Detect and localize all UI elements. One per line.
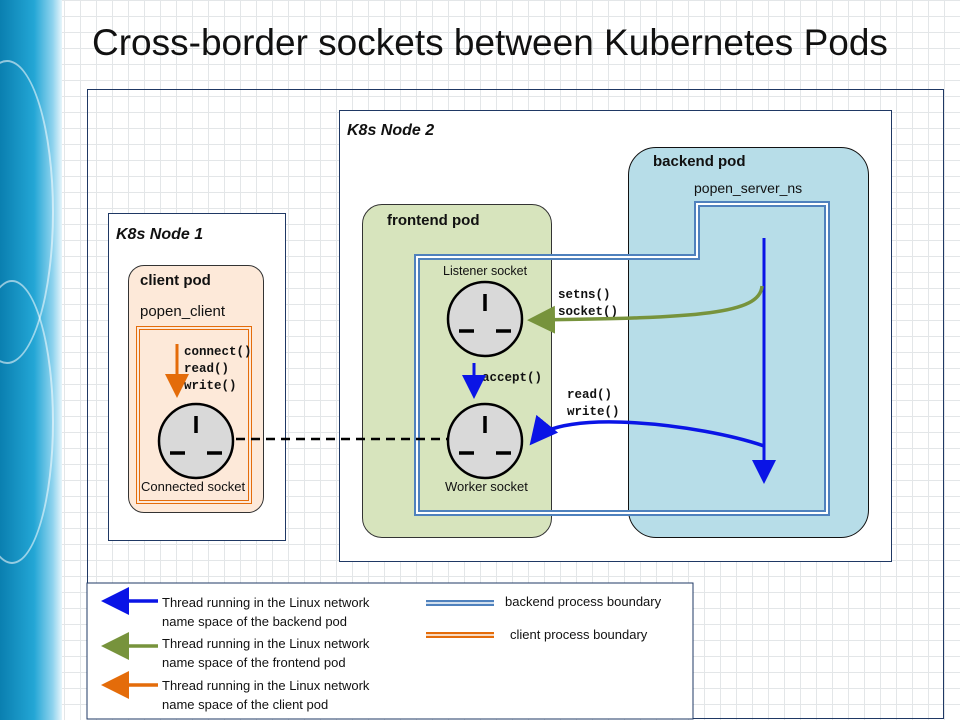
legend-line: name space of the client pod	[162, 697, 329, 712]
legend-blue-thread-text: Thread running in the Linux network name…	[162, 593, 369, 631]
socket-icon	[157, 402, 235, 480]
decorative-side-band	[0, 0, 62, 720]
setns-calls: setns() socket()	[558, 287, 618, 321]
backend-process-boundary	[414, 201, 830, 516]
k8s-node-2-label: K8s Node 2	[347, 122, 435, 139]
setns-socket-arrow	[527, 285, 764, 334]
client-calls: connect() read() write()	[184, 344, 252, 395]
worker-socket-label: Worker socket	[445, 479, 528, 494]
client-read-call: read()	[184, 362, 230, 376]
read-write-arrow	[529, 414, 765, 448]
legend-line: name space of the frontend pod	[162, 655, 346, 670]
legend-orange-thread-text: Thread running in the Linux network name…	[162, 676, 369, 714]
listener-socket-label: Listener socket	[443, 264, 528, 278]
k8s-node-1-label: K8s Node 1	[116, 226, 204, 243]
legend-box	[86, 582, 694, 720]
client-process-name: popen_client	[140, 303, 226, 320]
connected-socket-label: Connected socket	[141, 479, 246, 494]
backend-write-call: write()	[567, 405, 620, 419]
setns-call: setns()	[558, 288, 611, 302]
socket-call: socket()	[558, 305, 619, 319]
socket-icon	[446, 280, 524, 358]
socket-icon	[446, 402, 524, 480]
legend-line: Thread running in the Linux network	[162, 636, 370, 651]
legend-green-thread-text: Thread running in the Linux network name…	[162, 634, 369, 672]
frontend-pod-title: frontend pod	[387, 212, 480, 229]
client-pod-title: client pod	[140, 272, 211, 289]
page-title: Cross-border sockets between Kubernetes …	[92, 22, 888, 63]
legend-client-boundary-text: client process boundary	[510, 627, 648, 642]
legend-line: Thread running in the Linux network	[162, 595, 370, 610]
legend-line: name space of the backend pod	[162, 614, 348, 629]
client-process-boundary	[136, 326, 252, 504]
connect-call: connect()	[184, 345, 252, 359]
legend-backend-boundary-text: backend process boundary	[505, 594, 662, 609]
accept-call: accept()	[482, 371, 543, 385]
backend-read-call: read()	[567, 388, 613, 402]
legend-line: Thread running in the Linux network	[162, 678, 370, 693]
backend-rw-calls: read() write()	[567, 387, 620, 421]
backend-process-name: popen_server_ns	[694, 180, 803, 196]
client-write-call: write()	[184, 379, 237, 393]
backend-pod-title: backend pod	[653, 153, 746, 170]
